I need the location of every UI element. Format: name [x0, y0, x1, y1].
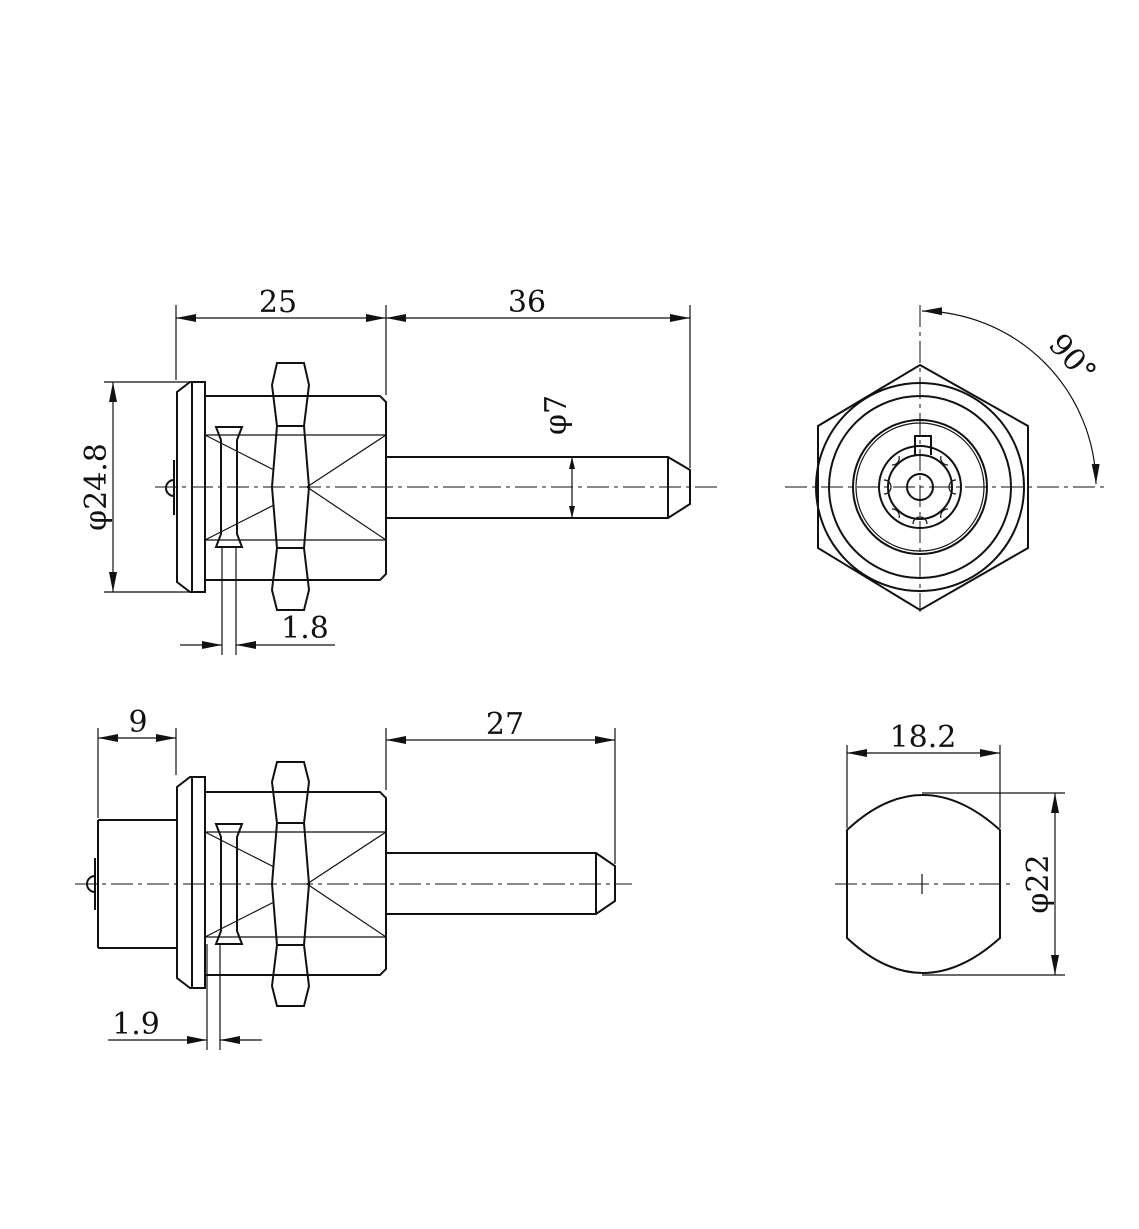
dim-cam-diameter: φ22 — [1021, 854, 1056, 913]
dim-body-length: 25 — [259, 285, 297, 320]
dim-flange-diameter: φ24.8 — [79, 443, 114, 531]
end-view: 90° — [785, 305, 1105, 612]
dim-washer-thickness-alt: 1.9 — [112, 1007, 160, 1042]
dim-cylinder-length: 9 — [128, 705, 147, 740]
cam-view: 18.2 φ22 — [835, 720, 1065, 976]
dim-shaft-length: 36 — [508, 285, 546, 320]
dim-rotation-angle: 90° — [1041, 327, 1103, 390]
dim-shaft-diameter: φ7 — [539, 395, 574, 435]
dim-cam-width: 18.2 — [890, 720, 957, 755]
side-view-top: 25 36 φ24.8 φ7 1.8 — [79, 285, 720, 655]
dim-shaft-length-alt: 27 — [486, 707, 524, 742]
side-view-bottom: 9 27 1.9 — [75, 705, 632, 1050]
dim-washer-thickness: 1.8 — [281, 611, 329, 646]
